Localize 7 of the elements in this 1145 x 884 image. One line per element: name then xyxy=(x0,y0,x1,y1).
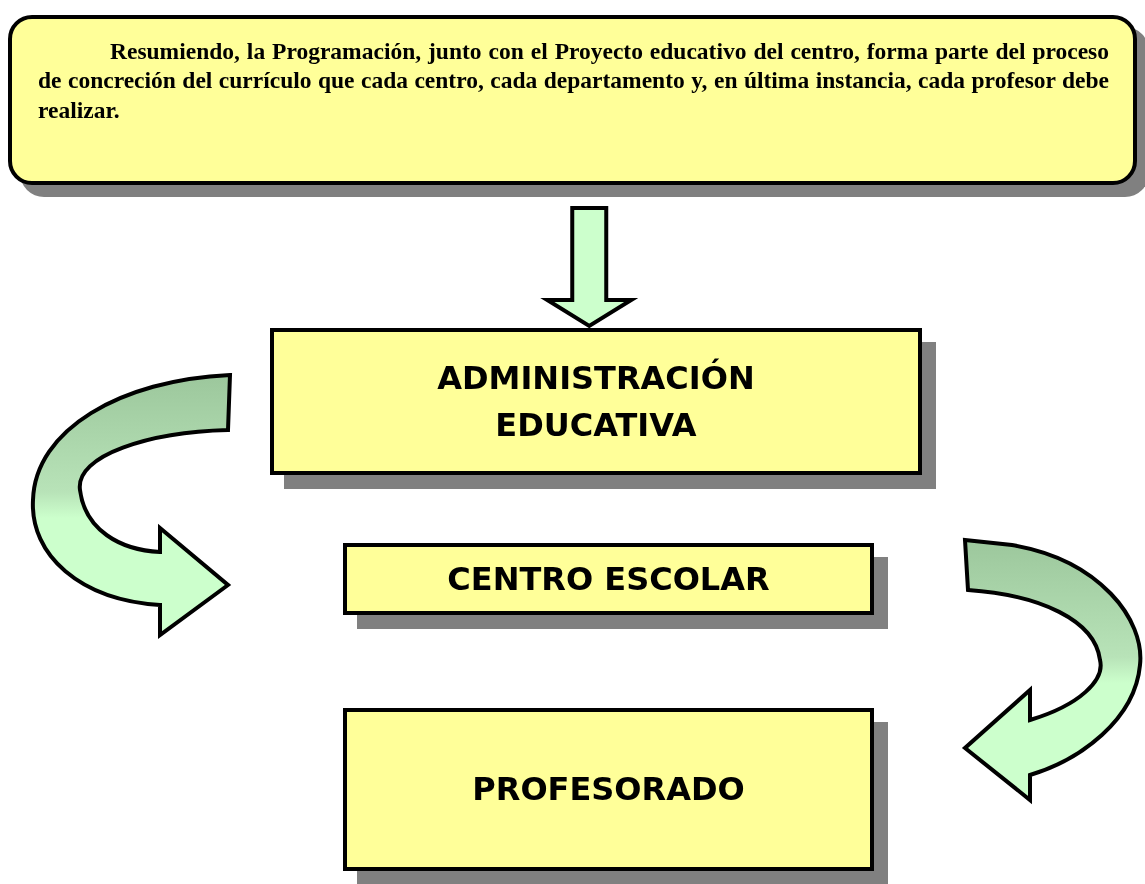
box-label: ADMINISTRACIÓN EDUCATIVA xyxy=(436,357,756,446)
note-text: Resumiendo, la Programación, junto con el Proyecto educativo del centro, forma parte del proceso de concreción del currículo que cada centro, cada departamento y, en última instancia, cada profesor debe realizar. xyxy=(38,37,1109,125)
box-label: CENTRO ESCOLAR xyxy=(447,558,770,600)
box-label: PROFESORADO xyxy=(472,769,745,811)
curved-arrow xyxy=(963,538,1143,802)
curved-arrow xyxy=(31,373,232,637)
block-arrow xyxy=(540,206,639,329)
